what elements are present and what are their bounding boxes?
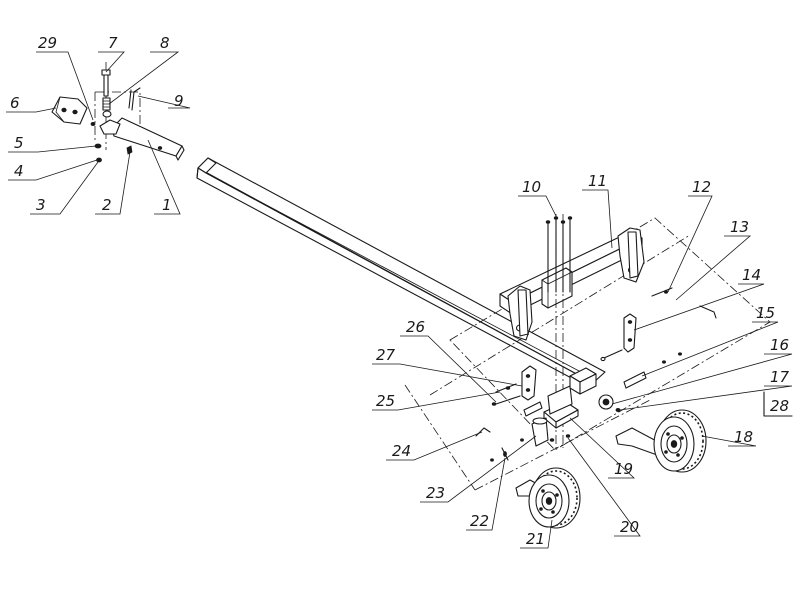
label-5: 5 (14, 134, 24, 152)
wheel-assembly-part-21 (515, 467, 581, 529)
label-27: 27 (376, 346, 396, 364)
hitch-clevis-part-6 (51, 96, 88, 125)
drawbar-receiver (569, 367, 597, 395)
link-plate-part-27 (521, 365, 537, 401)
label-22: 22 (470, 512, 489, 530)
cross-beam-part-11 (499, 227, 645, 341)
washer-part-29 (90, 122, 96, 127)
label-17: 17 (770, 368, 790, 386)
shackle-part-23b (523, 401, 543, 417)
long-drawbar (196, 157, 606, 389)
bolt-part-7 (101, 69, 111, 97)
nut-part-4 (96, 157, 102, 163)
left-linkage (475, 365, 549, 462)
label-6: 6 (10, 94, 20, 112)
label-2: 2 (102, 196, 112, 214)
right-linkage (600, 287, 717, 389)
drawbar-tube-part-1 (99, 117, 185, 161)
label-24: 24 (392, 442, 411, 460)
label-14: 14 (742, 266, 761, 284)
main-frame (196, 157, 771, 491)
label-23: 23 (426, 484, 445, 502)
clamp-plate-part-19 (543, 385, 579, 442)
label-11: 11 (588, 172, 607, 190)
small-hardware (90, 122, 133, 163)
label-3: 3 (36, 196, 46, 214)
label-26: 26 (406, 318, 425, 336)
part-number-labels: 29 7 8 9 6 5 4 3 2 1 10 11 12 13 14 15 1… (10, 34, 790, 548)
bolt-part-26 (495, 395, 521, 405)
pin-part-2 (126, 145, 133, 155)
label-18: 18 (734, 428, 753, 446)
label-19: 19 (614, 460, 633, 478)
label-29: 29 (38, 34, 57, 52)
axle-plane-bottom (474, 399, 651, 491)
clip-part-24 (475, 427, 491, 437)
link-plate-part-14 (623, 313, 637, 353)
clip-part-12b (699, 305, 717, 319)
bushing-part-8 (102, 97, 112, 118)
label-1: 1 (162, 196, 172, 214)
hitch-assembly (51, 62, 185, 163)
wheel-assembly-part-18 (615, 409, 707, 473)
axle-plane-left-edge (404, 384, 476, 491)
label-12: 12 (692, 178, 711, 196)
label-13: 13 (730, 218, 749, 236)
nut-lower-1 (549, 438, 555, 442)
label-25: 25 (376, 392, 395, 410)
pin-part-12 (651, 287, 673, 297)
label-7: 7 (108, 34, 118, 52)
bearing-part-15 (598, 394, 621, 412)
label-15: 15 (756, 304, 775, 322)
label-16: 16 (770, 336, 789, 354)
spring-pin-part-9 (128, 87, 141, 111)
label-21: 21 (526, 530, 545, 548)
label-20: 20 (620, 518, 639, 536)
label-28: 28 (770, 397, 789, 415)
label-8: 8 (160, 34, 170, 52)
label-10: 10 (522, 178, 541, 196)
nut-lower-2 (565, 434, 571, 438)
leader-lines (6, 51, 793, 549)
pin-part-13 (603, 349, 623, 359)
label-4: 4 (14, 162, 24, 180)
shackle-part-16 (623, 371, 647, 389)
nut-part-17 (615, 407, 621, 412)
label-9: 9 (174, 92, 184, 110)
